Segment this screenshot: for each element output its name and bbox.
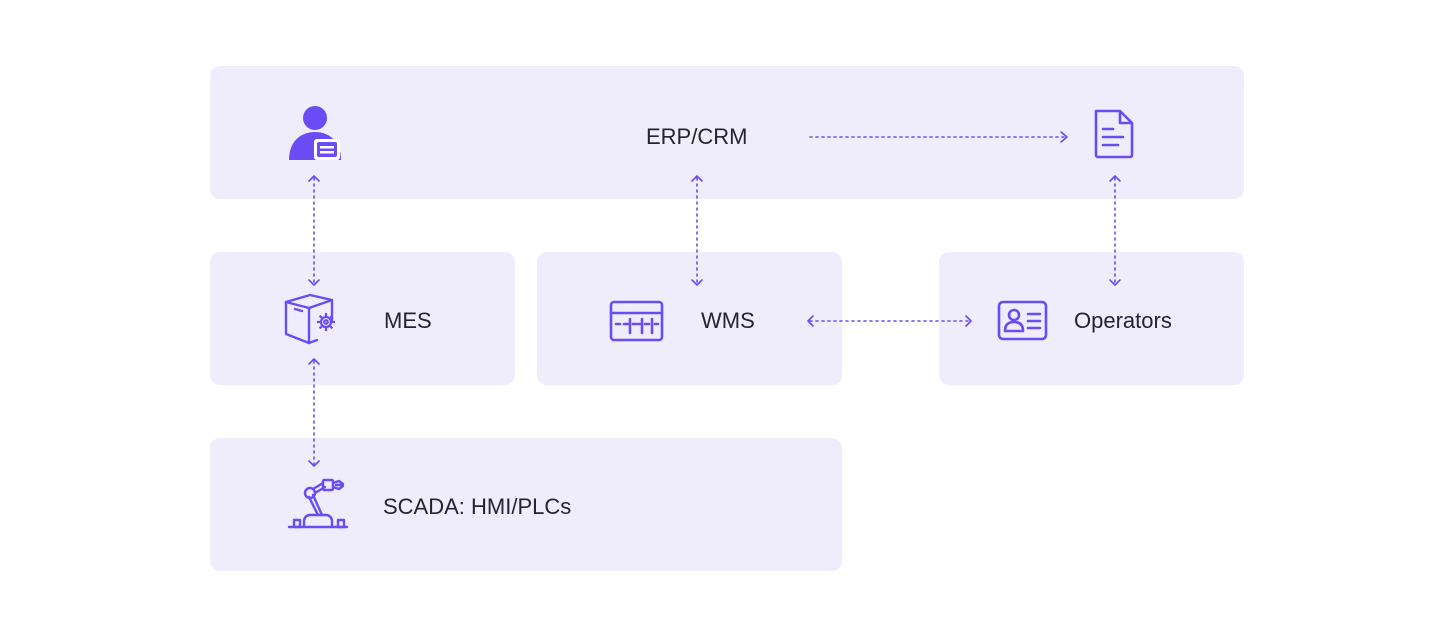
scada-box (210, 438, 842, 571)
mes-label: MES (384, 308, 432, 333)
document-icon (1092, 108, 1136, 160)
wms-label: WMS (701, 308, 755, 333)
arrow-erp-wms (691, 175, 703, 286)
mes-box (210, 252, 515, 385)
arrow-wms-operators (807, 315, 972, 327)
box-gear-icon (283, 292, 339, 346)
wms-box (537, 252, 842, 385)
robot-arm-icon (286, 477, 350, 531)
erp-crm-label: ERP/CRM (646, 124, 748, 149)
arrow-erp-mes (308, 175, 320, 286)
id-card-icon (997, 300, 1049, 342)
operators-label: Operators (1074, 308, 1172, 333)
scada-label: SCADA: HMI/PLCs (383, 494, 572, 519)
arrow-mes-scada (308, 358, 320, 467)
arrow-document-operators (1109, 175, 1121, 286)
rack-panel-icon (609, 300, 665, 342)
operators-box (939, 252, 1244, 385)
user-card-icon (286, 104, 344, 162)
erp-crm-layer (210, 66, 1244, 199)
arrow-erp-to-document (809, 131, 1068, 143)
